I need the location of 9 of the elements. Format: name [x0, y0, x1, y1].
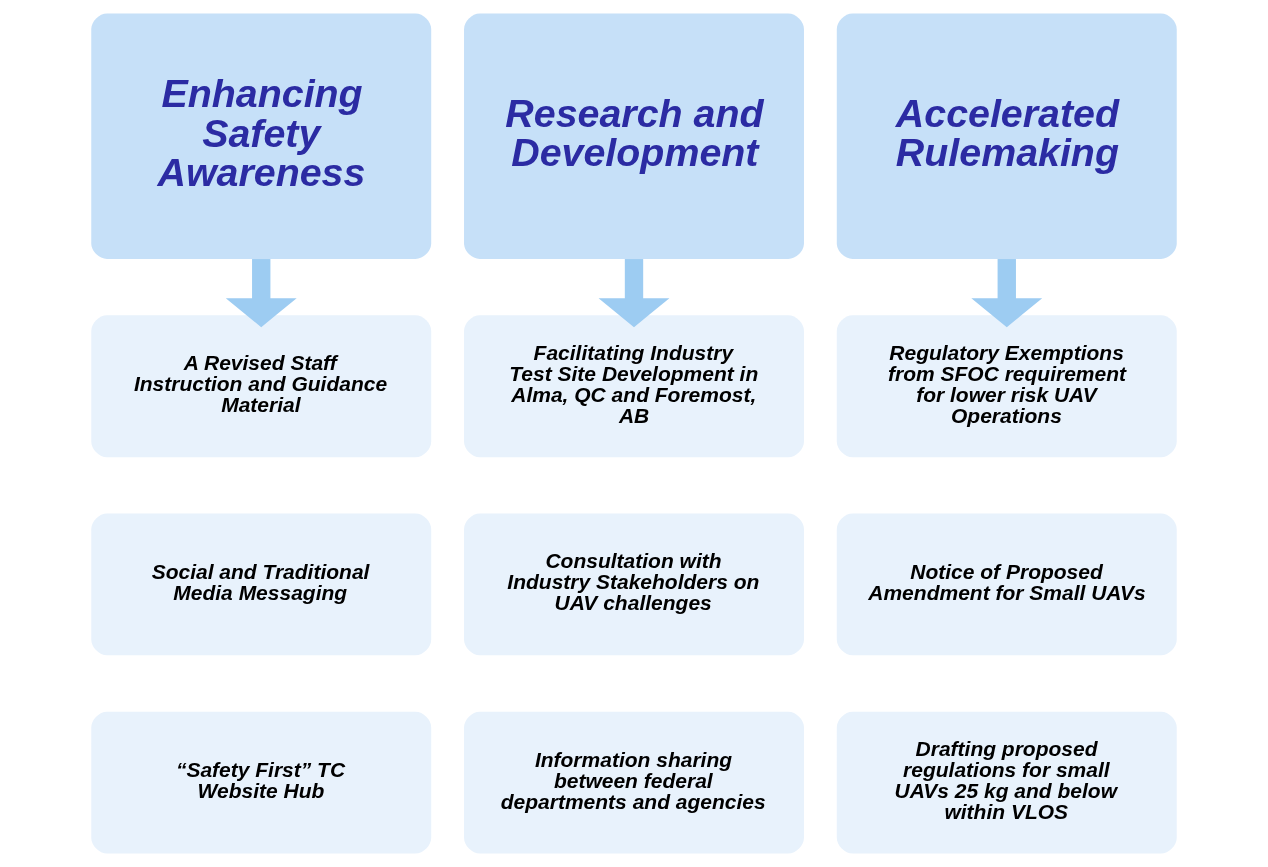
node-box: Regulatory Exemptions from SFOC requirement for lower risk UAV Operations	[836, 315, 1177, 458]
node-box: Research and Development	[464, 13, 804, 259]
arrow	[598, 259, 670, 328]
node-box: Accelerated Rulemaking	[836, 13, 1177, 259]
node-box: Enhancing Safety Awareness	[91, 13, 432, 259]
node-box: Facilitating Industry Test Site Development in Alma, QC and Foremost, AB	[464, 315, 804, 458]
arrow	[225, 259, 297, 328]
arrow	[971, 259, 1043, 328]
node-box: A Revised Staff Instruction and Guidance Material	[91, 315, 432, 458]
